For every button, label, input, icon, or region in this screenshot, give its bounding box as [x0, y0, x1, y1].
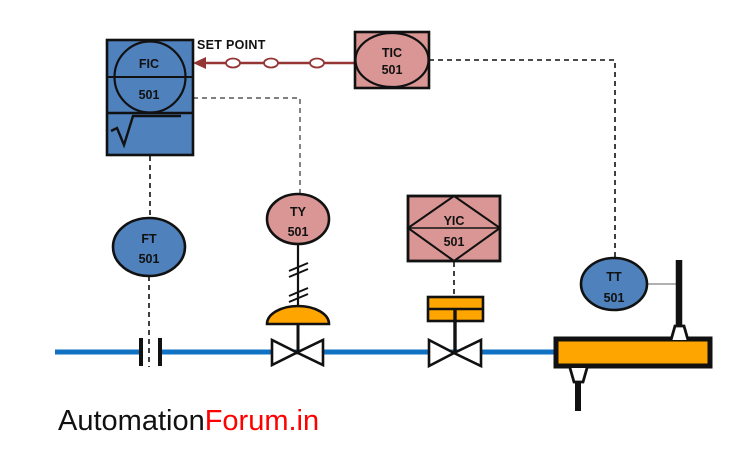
- ft-tag-label: FT: [141, 232, 157, 246]
- signal-line-fic-to-ty: [193, 97, 301, 193]
- pneumatic-hash-icon: [288, 293, 309, 303]
- valve-body-right: [451, 337, 483, 369]
- diaphragm-actuator-icon: [265, 304, 331, 326]
- valve-body-left: [427, 337, 457, 369]
- exchanger-shell: [553, 336, 713, 369]
- setpoint-arrowhead-icon: [193, 57, 206, 69]
- drain-nozzle: [568, 367, 589, 384]
- yic-controller: YIC 501: [406, 194, 502, 263]
- ft-circle: [111, 216, 187, 278]
- data-link-circle-icon: [225, 57, 241, 69]
- fic-tag-label: FIC: [139, 57, 159, 71]
- yic-diamond: [406, 194, 502, 263]
- tt-transmitter: TT 501: [579, 256, 649, 312]
- tic-tag-label: TIC: [382, 46, 402, 60]
- tt-loop-label: 501: [604, 291, 625, 305]
- ty-tag-label: TY: [290, 205, 307, 219]
- ty-converter: TY 501: [265, 192, 331, 246]
- pneumatic-signal-ty-to-valve: [288, 244, 309, 309]
- fic-loop-label: 501: [139, 88, 160, 102]
- thermowell-nozzle: [669, 324, 690, 341]
- ty-loop-label: 501: [288, 225, 309, 239]
- orifice-plate: [139, 338, 162, 366]
- data-link-circle-icon: [263, 57, 279, 69]
- ft-transmitter: FT 501: [111, 216, 187, 278]
- signal-line-tic-to-tt: [429, 59, 616, 257]
- valve-body-left: [270, 337, 300, 368]
- tic-controller: TIC 501: [353, 30, 431, 90]
- tt-tag-label: TT: [606, 270, 622, 284]
- setpoint-signal-line: [193, 57, 355, 69]
- tic-circle: [354, 31, 430, 89]
- heat-exchanger: [553, 260, 713, 411]
- pneumatic-hash-icon: [288, 262, 309, 272]
- tic-loop-label: 501: [382, 63, 403, 77]
- pneumatic-hash-icon: [288, 287, 309, 297]
- square-root-icon: [110, 114, 181, 149]
- fic-controller: FIC 501: [105, 38, 195, 157]
- control-valve-2: [426, 295, 485, 369]
- data-link-circle-icon: [309, 57, 325, 69]
- yic-loop-label: 501: [444, 235, 465, 249]
- set-point-label: SET POINT: [197, 38, 266, 52]
- control-valve-1: [265, 304, 331, 368]
- yic-tag-label: YIC: [444, 214, 465, 228]
- brand-name-red: Forum.in: [204, 405, 320, 437]
- valve-body-right: [293, 337, 325, 368]
- pneumatic-hash-icon: [288, 268, 309, 278]
- ft-loop-label: 501: [139, 252, 160, 266]
- tt-circle: [579, 256, 649, 312]
- brand-name-black: Automation: [58, 405, 205, 437]
- brand-watermark: AutomationForum.in: [58, 405, 319, 438]
